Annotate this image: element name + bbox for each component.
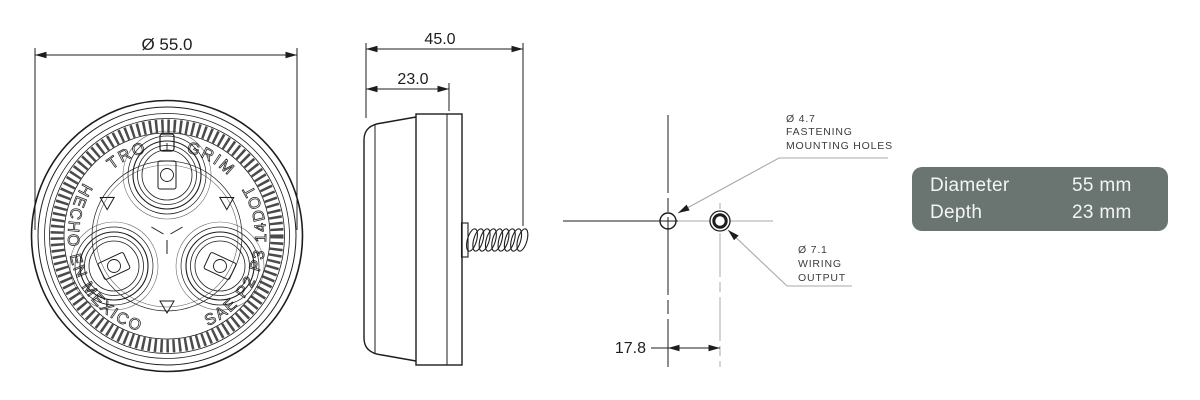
housing-profile — [363, 113, 469, 366]
wiring-line3-text: OUTPUT — [798, 272, 846, 284]
lamp-bezel-rings — [30, 99, 304, 373]
wiring-label: Ø 7.1 WIRING OUTPUT — [798, 244, 846, 284]
led-module-left — [69, 221, 159, 311]
led-module-right — [175, 221, 265, 311]
led-module-top — [122, 130, 212, 220]
wiring-leader — [727, 229, 852, 287]
side-dimension-45 — [365, 43, 524, 226]
wiring-dia-text: Ø 7.1 — [798, 244, 828, 256]
side-overall-dim-text: 45.0 — [424, 31, 455, 48]
fastening-dia-text: Ø 4.7 — [786, 113, 816, 125]
side-view: 45.0 23.0 — [363, 31, 529, 366]
led-chip — [203, 252, 237, 280]
spec-value-depth: 23 mm — [1072, 201, 1132, 223]
side-bezel-dim-text: 23.0 — [397, 71, 428, 88]
wiring-hole-ring — [712, 213, 728, 229]
spec-value-diameter: 55 mm — [1072, 174, 1132, 196]
mounting-diagram: Ø 4.7 FASTENING MOUNTING HOLES Ø 7.1 WIR… — [563, 113, 893, 367]
led-chip — [97, 252, 131, 280]
spec-label-depth: Depth — [930, 201, 983, 223]
spec-label-diameter: Diameter — [930, 174, 1010, 196]
fastening-hole — [659, 212, 677, 230]
fastening-leader — [677, 157, 888, 214]
lamp-body — [415, 113, 463, 366]
spacing-dim-text: 17.8 — [615, 340, 646, 357]
front-diameter-dim-text: Ø 55.0 — [141, 35, 192, 54]
front-view: Ø 55.0 TRO GRIM HECHO EN MEXICO SAE — [30, 35, 304, 373]
fastening-line2-text: FASTENING — [786, 126, 853, 138]
led-chip — [157, 160, 177, 190]
lens-outline — [363, 116, 417, 362]
knurl-band — [50, 119, 284, 353]
reflector-details — [99, 196, 235, 314]
fastening-label: Ø 4.7 FASTENING MOUNTING HOLES — [786, 113, 893, 152]
fastening-line3-text: MOUNTING HOLES — [786, 140, 893, 152]
side-dimension-23 — [366, 83, 450, 111]
wiring-line2-text: WIRING — [798, 258, 842, 270]
wire-grommet — [460, 222, 469, 258]
coiled-wire — [466, 228, 529, 252]
spec-table: Diameter 55 mm Depth 23 mm — [912, 167, 1168, 231]
